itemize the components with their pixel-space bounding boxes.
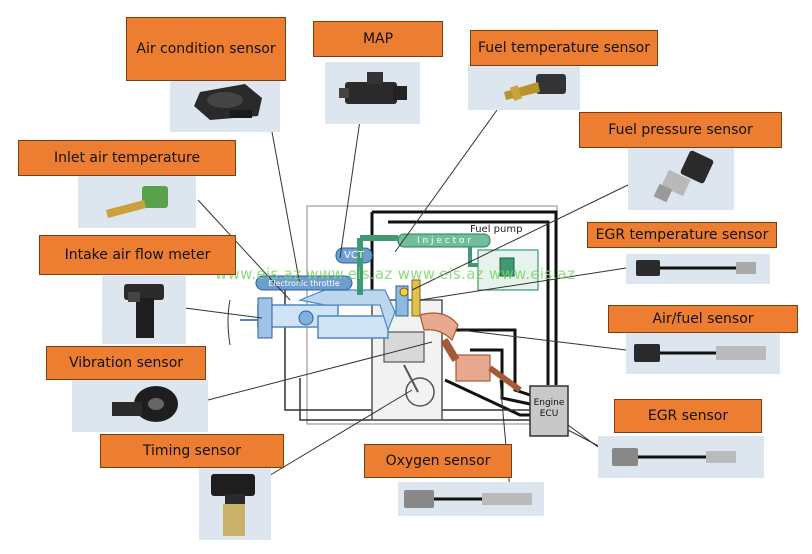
air-fuel-sensor-icon: [634, 344, 766, 362]
inlet-air-temperature-label: Inlet air temperature: [18, 140, 236, 176]
vibration-sensor-image: [72, 380, 208, 432]
intake-air-flow-meter-icon: [124, 284, 164, 338]
egr-sensor-image: [598, 436, 764, 478]
ecu-line-1: Engine: [533, 398, 565, 408]
watermark-text: www.eis.az www.eis.az www.eis.az www.eis…: [215, 265, 576, 283]
crankshaft: [405, 377, 435, 407]
egr-temperature-sensor-icon: [636, 260, 756, 276]
fuel-pump-label: Fuel pump: [470, 224, 523, 235]
engine-ecu-label: Engine ECU: [530, 398, 568, 420]
egr-temperature-sensor-image: [626, 254, 770, 284]
oxygen-sensor-image: [398, 482, 544, 516]
air-condition-sensor-icon: [194, 84, 262, 120]
injector-cluster: [395, 279, 421, 317]
map-label: MAP: [313, 21, 443, 57]
fuel-pressure-sensor-icon: [653, 150, 714, 203]
timing-sensor-icon: [211, 474, 255, 536]
fuel-pressure-sensor-label: Fuel pressure sensor: [579, 112, 782, 148]
timing-sensor-image: [199, 464, 271, 540]
piston: [383, 331, 425, 363]
map-sensor-icon: [339, 72, 407, 104]
fuel-temperature-sensor-label: Fuel temperature sensor: [470, 30, 658, 66]
fuel-temperature-sensor-image: [468, 64, 580, 110]
air-fuel-sensor-label: Air/fuel sensor: [608, 305, 798, 333]
intake-air-flow-meter-label: Intake air flow meter: [39, 235, 236, 275]
intake-air-flow-meter-image: [102, 276, 186, 344]
egr-temperature-sensor-label: EGR temperature sensor: [587, 222, 777, 248]
air-fuel-sensor-image: [626, 332, 780, 374]
intake-manifold: [227, 289, 396, 346]
egr-sensor-icon: [612, 448, 736, 466]
exhaust-manifold: [419, 312, 522, 393]
leader-lines: [184, 109, 635, 491]
inlet-air-temperature-sensor-image: [78, 176, 196, 228]
timing-sensor-label: Timing sensor: [100, 434, 284, 468]
vct-label: VCT: [344, 250, 364, 261]
egr-sensor-label: EGR sensor: [614, 399, 762, 433]
fuel-rail: [357, 233, 520, 295]
inlet-air-temperature-sensor-icon: [106, 186, 168, 218]
injector-label: I n j e c t o r: [416, 235, 472, 246]
ecu-line-2: ECU: [539, 409, 559, 419]
oxygen-sensor-label: Oxygen sensor: [364, 444, 512, 478]
ecu-harness: [370, 210, 558, 417]
electronic-throttle-label: Electronic throttle: [268, 278, 340, 288]
map-sensor-image: [325, 62, 420, 124]
engine-ecu-box: [529, 385, 569, 437]
electronic-throttle-shape: [255, 275, 353, 291]
air-condition-sensor-label: Air condition sensor: [126, 17, 286, 81]
oxygen-sensor-icon: [404, 490, 532, 508]
vibration-sensor-icon: [112, 386, 178, 422]
fuel-pressure-sensor-image: [628, 148, 734, 210]
fuel-temperature-sensor-icon: [504, 74, 566, 101]
vibration-sensor-label: Vibration sensor: [46, 346, 206, 380]
